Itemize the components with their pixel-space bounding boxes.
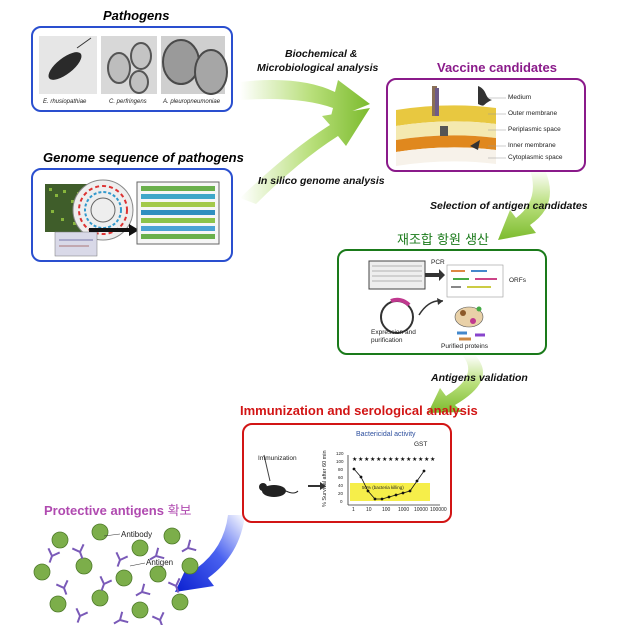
x-tick: 100	[382, 507, 391, 513]
genome-title: Genome sequence of pathogens	[43, 150, 244, 165]
caption-erysipelothrix: E. rhusiopathiae	[43, 99, 87, 105]
protective-title-en: Protective antigens	[44, 503, 164, 518]
gst-marker: ★	[352, 456, 357, 463]
label-immunization: Immunization	[258, 455, 297, 462]
immunization-title: Immunization and serological analysis	[240, 403, 478, 418]
arrow-selection	[498, 170, 550, 240]
y-tick: 0	[340, 499, 343, 504]
survival-point	[415, 479, 419, 483]
label-biochemical-line1: Biochemical &	[285, 48, 358, 60]
bactericidal-chart: ★★★★★★★★★★★★★★	[259, 454, 440, 506]
survival-point	[401, 491, 405, 495]
vaccine-box: Medium Outer membrane Periplasmic space …	[386, 78, 586, 172]
gst-marker: ★	[358, 456, 363, 463]
arrow-validation	[428, 355, 484, 413]
survival-point	[387, 495, 391, 499]
cell-envelope-diagram	[396, 86, 506, 166]
survival-point	[408, 489, 412, 493]
y-tick: 80	[338, 467, 344, 472]
y-tick: 60	[338, 475, 344, 480]
y-tick-labels: 0 20 40 60 80 100 120	[336, 451, 346, 507]
arrow-protective	[175, 515, 245, 592]
chart-title: Bactericidal activity	[356, 431, 416, 438]
recombinant-box: PCR ORFs Expression and purification Pur…	[337, 249, 547, 355]
caption-clostridium: C. perfringens	[109, 99, 147, 105]
y-axis-label: % Survival after 60 min	[322, 450, 328, 507]
immunization-box: ★★★★★★★★★★★★★★ Immunization Bactericidal…	[242, 423, 452, 523]
gst-marker: ★	[376, 456, 381, 463]
survival-point	[352, 467, 356, 471]
layer-inner-membrane: Inner membrane	[508, 142, 556, 149]
survival-point	[359, 475, 363, 479]
x-tick: 100000	[430, 507, 447, 513]
recombinant-title: 재조합 항원 생산	[397, 233, 489, 248]
x-tick: 10	[366, 507, 372, 513]
x-tick: 10000	[414, 507, 428, 513]
layer-cytoplasmic-space: Cytoplasmic space	[508, 154, 563, 161]
arrow-biochemical	[240, 79, 370, 120]
label-biochemical-line2: Microbiological analysis	[257, 62, 379, 74]
gst-marker: ★	[424, 456, 429, 463]
layer-outer-membrane: Outer membrane	[508, 110, 558, 117]
survival-point	[366, 489, 370, 493]
protective-title-ko: 확보	[167, 504, 192, 519]
survival-point	[422, 469, 426, 473]
vaccine-title: Vaccine candidates	[437, 60, 557, 75]
caption-actinobacillus: A. pleuropneumoniae	[163, 99, 221, 105]
label-antigen: Antigen	[146, 558, 174, 567]
protective-title: Protective antigens 확보	[44, 500, 191, 519]
pathogens-box: E. rhusiopathiae C. perfringens A. pleur…	[31, 26, 233, 112]
pathogens-title: Pathogens	[103, 8, 170, 23]
gst-marker: ★	[370, 456, 375, 463]
gst-marker: ★	[394, 456, 399, 463]
label-validation: Antigens validation	[431, 372, 528, 384]
layer-periplasmic-space: Periplasmic space	[508, 126, 561, 133]
x-tick-labels: 1 10 100 1000 10000 100000	[348, 507, 448, 515]
label-expression-line2: purification	[371, 337, 403, 344]
label-orfs: ORFs	[509, 277, 526, 284]
x-tick: 1	[352, 507, 355, 513]
series-label-gst: GST	[414, 441, 428, 448]
gst-marker: ★	[388, 456, 393, 463]
survival-point	[394, 493, 398, 497]
genome-analysis-figure	[45, 179, 220, 257]
pathogen-micrographs	[39, 36, 228, 95]
layer-medium: Medium	[508, 94, 532, 101]
gst-marker: ★	[412, 456, 417, 463]
label-selection: Selection of antigen candidates	[430, 200, 588, 212]
label-insilico: In silico genome analysis	[258, 175, 385, 187]
gst-marker: ★	[400, 456, 405, 463]
genome-box	[31, 168, 233, 262]
label-pcr: PCR	[431, 259, 445, 266]
y-tick: 20	[338, 491, 344, 496]
y-tick: 120	[336, 451, 344, 456]
gst-marker: ★	[418, 456, 423, 463]
band-label: 50% (bacteria killing)	[362, 485, 404, 490]
y-tick: 100	[336, 459, 344, 464]
x-tick: 1000	[398, 507, 410, 513]
label-purified-proteins: Purified proteins	[441, 343, 488, 350]
label-expression-line1: Expression and	[371, 329, 416, 336]
gst-marker: ★	[406, 456, 411, 463]
arrow-insilico	[240, 108, 370, 204]
label-antibody: Antibody	[121, 530, 153, 539]
recombinant-production-figure	[368, 260, 504, 341]
gst-marker: ★	[382, 456, 387, 463]
y-tick: 40	[338, 483, 344, 488]
survival-point	[373, 497, 377, 501]
gst-marker: ★	[430, 456, 435, 463]
survival-point	[380, 497, 384, 501]
gst-marker: ★	[364, 456, 369, 463]
